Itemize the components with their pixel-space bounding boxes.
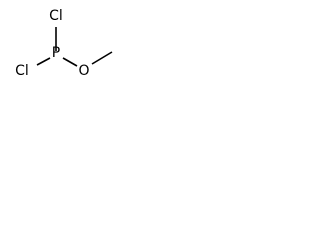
atom-cl-bottom: Cl — [15, 63, 29, 78]
bond-p-o — [62, 57, 78, 67]
structure-diagram: Cl P Cl O — [0, 0, 122, 78]
atom-cl-top: Cl — [49, 8, 63, 24]
atom-o: O — [78, 63, 89, 78]
atom-p: P — [52, 45, 60, 61]
bond-p-cl-bottom — [36, 57, 51, 66]
bond-o-ch3 — [91, 51, 113, 65]
molecule-structure: Cl P Cl O — [15, 8, 113, 78]
